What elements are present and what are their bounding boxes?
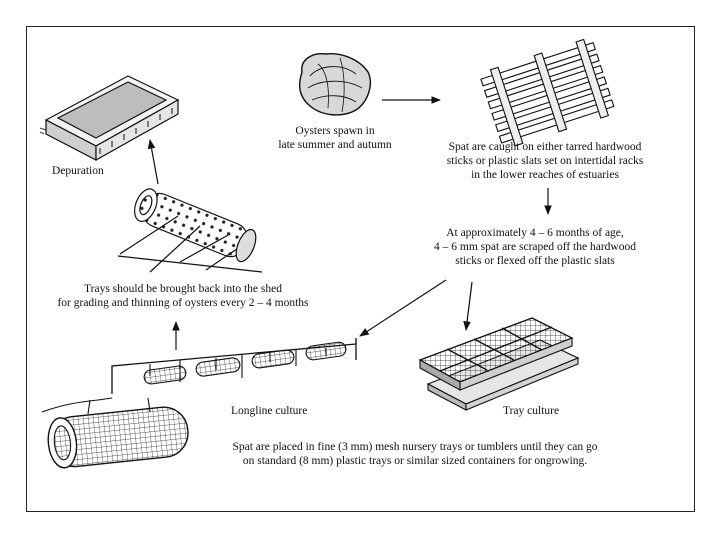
label-nursery-line-1: Spat are placed in fine (3 mm) mesh nurs… [232, 441, 598, 453]
oyster-illustration [298, 53, 372, 116]
label-caught: Spat are caught on either tarred hardwoo… [425, 140, 665, 182]
label-scraped-line-1: At approximately 4 – 6 months of age, [446, 227, 624, 239]
label-scraped-line-2: 4 – 6 mm spat are scraped off the hardwo… [434, 241, 636, 253]
label-spawn-line-2: late summer and autumn [278, 139, 392, 151]
label-tray-culture: Tray culture [503, 405, 560, 417]
label-longline: Longline culture [231, 405, 308, 417]
arrow-scraped-to-longline [359, 279, 447, 337]
depuration-tray-illustration [39, 75, 180, 162]
label-nursery-line-2: on standard (8 mm) plastic trays or simi… [242, 455, 588, 467]
longline-culture-illustration [41, 338, 357, 469]
label-nursery: Spat are placed in fine (3 mm) mesh nurs… [200, 440, 630, 468]
arrow-tumbler-to-depuration [147, 139, 159, 185]
label-caught-line-2: sticks or plastic slats set on intertida… [446, 155, 644, 167]
label-scraped-line-3: sticks or flexed off the plastic slats [455, 255, 615, 267]
label-spawn-line-1: Oysters spawn in [295, 125, 375, 137]
label-scraped: At approximately 4 – 6 months of age, 4 … [410, 226, 660, 268]
diagram-frame [26, 26, 695, 512]
arrow-scraped-to-tray [463, 281, 473, 331]
tumbler-illustration [117, 188, 263, 273]
label-trays-back: Trays should be brought back into the sh… [38, 282, 328, 310]
label-trays-back-line-1: Trays should be brought back into the sh… [84, 283, 282, 295]
label-trays-back-line-2: for grading and thinning of oysters ever… [57, 297, 309, 309]
label-caught-line-3: in the lower reaches of estuaries [471, 169, 619, 181]
label-caught-line-1: Spat are caught on either tarred hardwoo… [448, 141, 642, 153]
spat-collector-sticks-illustration [480, 38, 615, 147]
label-depuration: Depuration [52, 165, 104, 177]
tray-culture-illustration [418, 317, 580, 411]
label-spawn: Oysters spawn in late summer and autumn [270, 124, 400, 152]
